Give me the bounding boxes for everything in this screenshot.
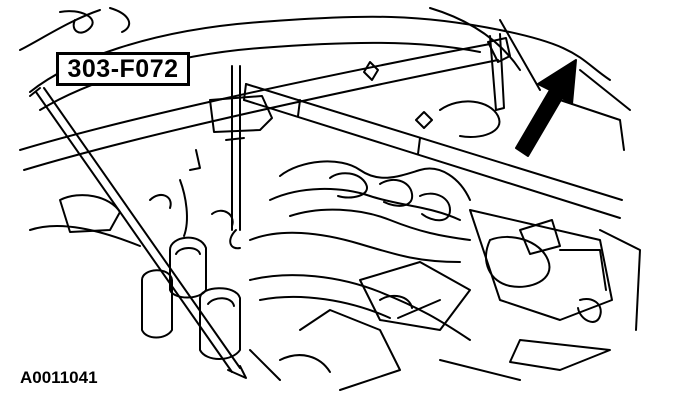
left-components bbox=[29, 179, 241, 360]
figure-id-label: A0011041 bbox=[20, 368, 98, 387]
engine-block bbox=[249, 261, 521, 391]
lifting-hook-rod bbox=[209, 65, 273, 250]
intake-manifold bbox=[249, 160, 471, 263]
pointer-arrow bbox=[515, 59, 577, 157]
fastener-clips bbox=[189, 61, 433, 171]
right-components bbox=[439, 69, 641, 371]
tool-number-callout: 303-F072 bbox=[56, 52, 190, 86]
fixture-beam bbox=[243, 83, 623, 219]
